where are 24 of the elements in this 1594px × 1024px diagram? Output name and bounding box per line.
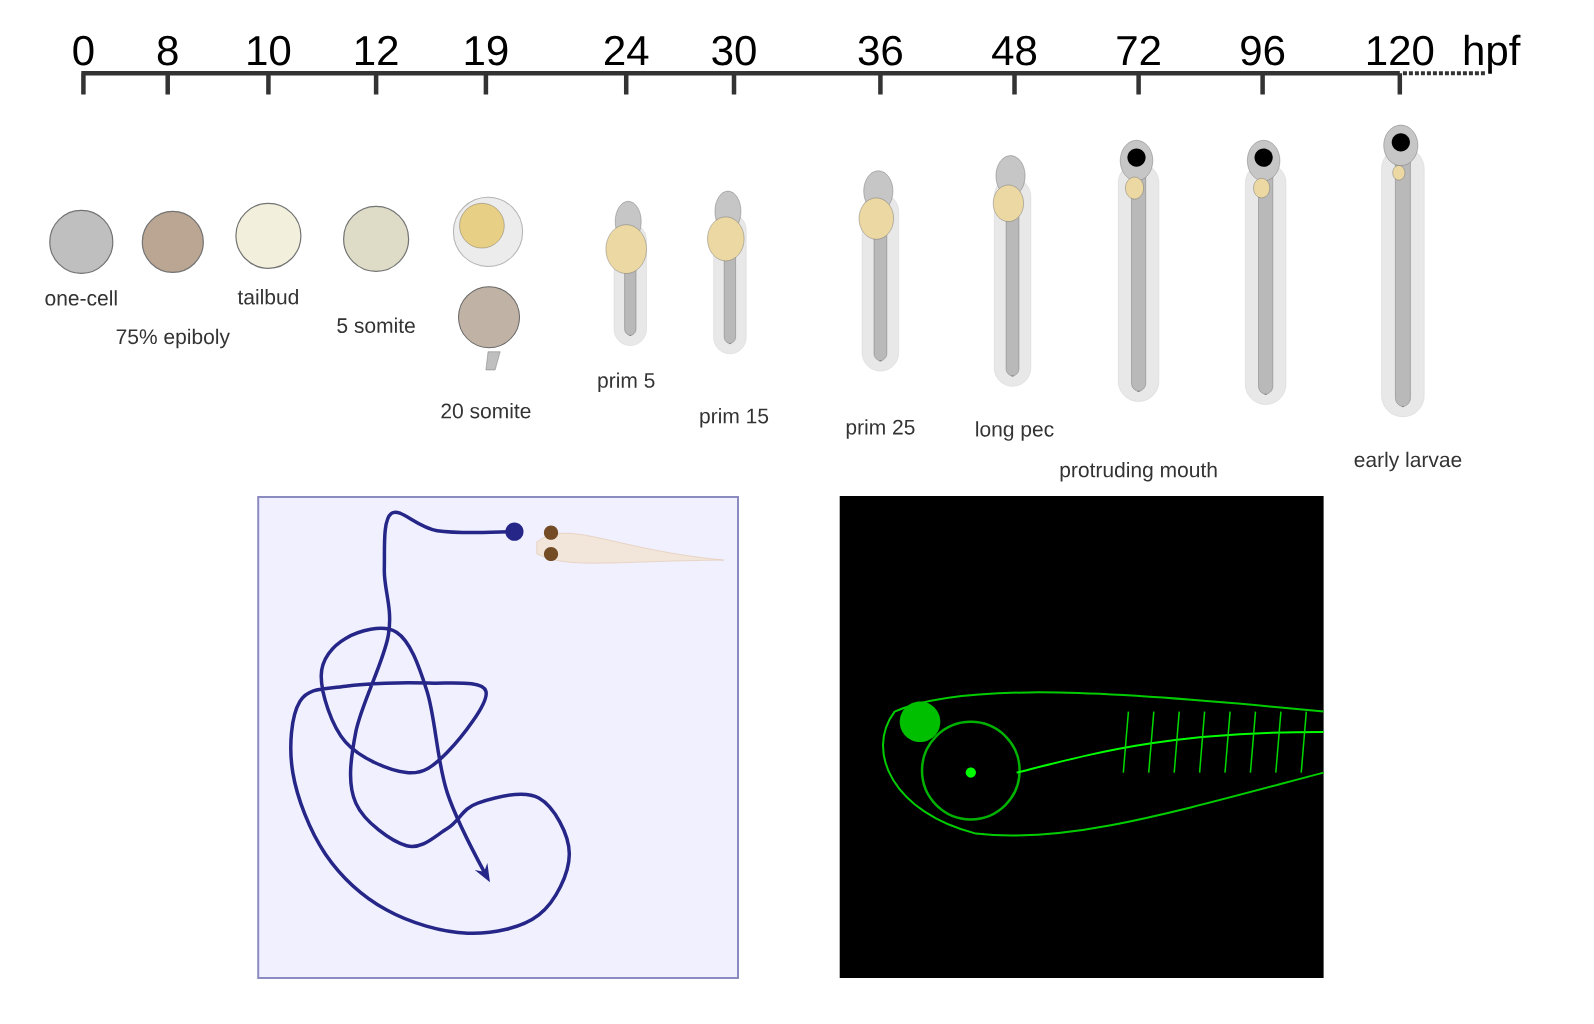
- tick-label: 10: [248, 35, 291, 66]
- tick-label: 24: [604, 35, 649, 66]
- stage-label: 5 somite: [337, 317, 415, 333]
- unit-label: hpf: [1464, 34, 1521, 74]
- tick-label: 120: [1368, 35, 1434, 66]
- stage-label: 20 somite: [441, 403, 531, 419]
- tick-label: 12: [355, 35, 398, 66]
- stage-label: 75% epiboly: [116, 328, 230, 349]
- stage-label: prim 25: [846, 419, 915, 439]
- tick-label: 30: [712, 35, 756, 66]
- tick-label: 36: [858, 35, 902, 66]
- stage-label: protruding mouth: [1060, 461, 1217, 482]
- tick-label: 72: [1117, 35, 1160, 66]
- stage-label: early larvae: [1354, 451, 1462, 472]
- tick-label: 19: [465, 35, 508, 66]
- tick-label: 96: [1241, 35, 1285, 66]
- tick-label: 48: [992, 35, 1037, 66]
- stage-label: prim 5: [598, 372, 655, 392]
- stage-label: long pec: [976, 421, 1054, 441]
- stage-label: one-cell: [45, 290, 117, 306]
- tick-label: 0: [73, 35, 94, 66]
- stage-label: prim 15: [700, 408, 769, 428]
- stage-label: tailbud: [237, 289, 298, 305]
- tick-label: 8: [157, 35, 178, 66]
